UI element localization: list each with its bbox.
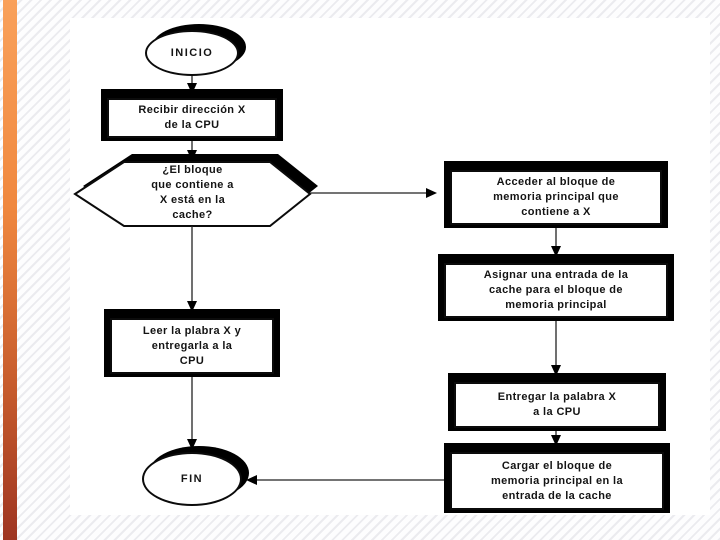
- arrowhead-into-fin-top: [187, 439, 197, 450]
- arrowhead-into-asignar: [551, 246, 561, 257]
- decision-hexagon-shape: [73, 161, 312, 227]
- end-terminal: FIN: [142, 452, 242, 506]
- process-entregar-palabra: Entregar la palabra X a la CPU: [454, 382, 660, 428]
- slide-accent-bar: [3, 0, 17, 540]
- arrowhead-into-decision: [187, 150, 197, 161]
- arrowhead-into-leer: [187, 301, 197, 312]
- arrowhead-into-entregar: [551, 365, 561, 376]
- process-recibir-direccion: Recibir dirección X de la CPU: [107, 98, 277, 138]
- process-cargar-bloque: Cargar el bloque de memoria principal en…: [450, 452, 664, 510]
- start-terminal: INICIO: [145, 30, 239, 76]
- arrowhead-into-fin-right: [246, 475, 257, 485]
- process-acceder-bloque: Acceder al bloque de memoria principal q…: [450, 170, 662, 225]
- arrowhead-into-recibir: [187, 83, 197, 94]
- arrowhead-into-cargar: [551, 435, 561, 446]
- process-asignar-entrada: Asignar una entrada de la cache para el …: [444, 263, 668, 318]
- arrowhead-into-acceder: [426, 188, 437, 198]
- decision-cache-hit-label: ¿El bloque que contiene a X está en la c…: [151, 164, 234, 221]
- process-leer-palabra: Leer la plabra X y entregarla a la CPU: [110, 318, 274, 374]
